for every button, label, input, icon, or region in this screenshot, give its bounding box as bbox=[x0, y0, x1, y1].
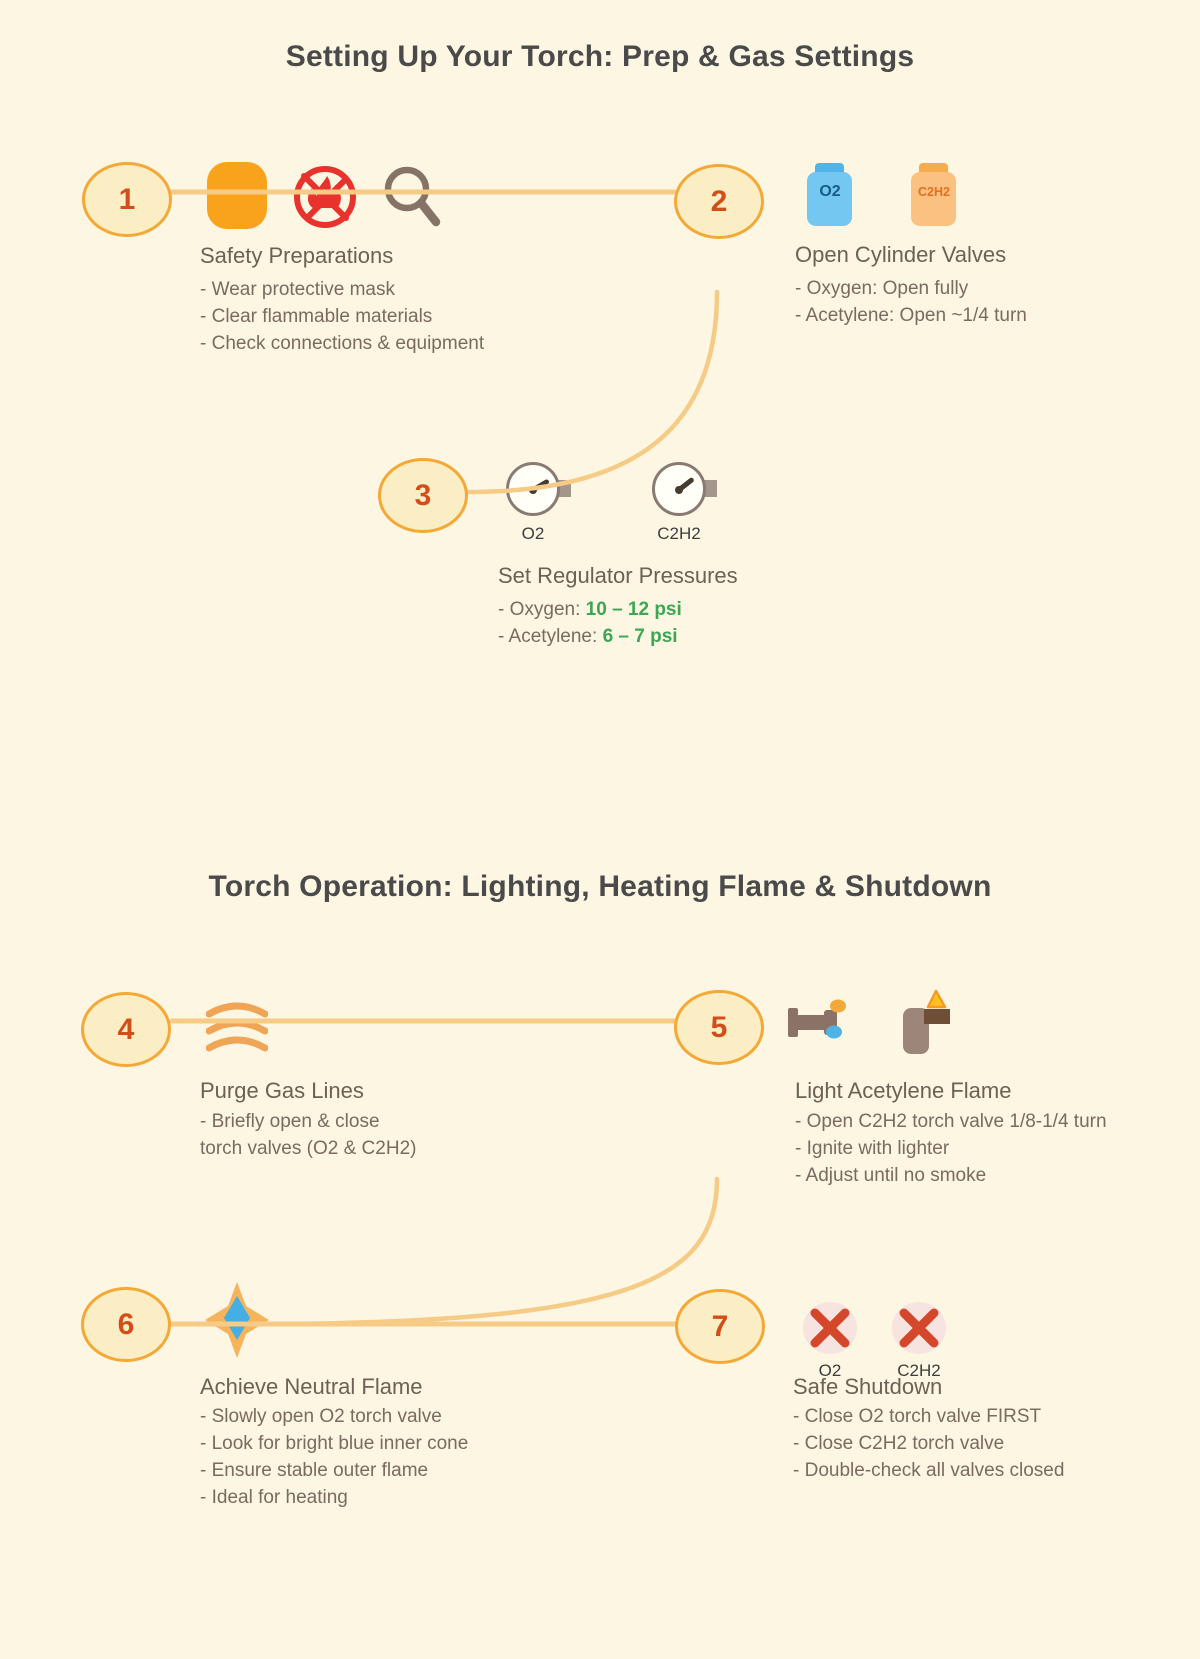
purge-waves-icon bbox=[206, 1002, 268, 1052]
step-1-title: Safety Preparations bbox=[200, 243, 394, 268]
step-2-bullets: - Oxygen: Open fully - Acetylene: Open ~… bbox=[795, 275, 1027, 329]
step-5-bullets: - Open C2H2 torch valve 1/8-1/4 turn - I… bbox=[795, 1108, 1107, 1189]
bullet-line: - Close C2H2 torch valve bbox=[793, 1433, 1005, 1454]
bullet-line: - Slowly open O2 torch valve bbox=[200, 1406, 442, 1427]
pressure-value: 10 – 12 psi bbox=[585, 599, 682, 620]
pressure-prefix: - Oxygen: bbox=[498, 599, 586, 620]
step-4-number: 4 bbox=[117, 1012, 135, 1046]
bullet-line: - Acetylene: 6 – 7 psi bbox=[498, 623, 682, 650]
step-7-circle: 7 bbox=[675, 1289, 765, 1364]
x-mark-icon bbox=[810, 1308, 850, 1348]
bullet-line: - Briefly open & close bbox=[200, 1111, 380, 1132]
step-6-bullets: - Slowly open O2 torch valve - Look for … bbox=[200, 1403, 468, 1511]
step-3-number: 3 bbox=[414, 478, 432, 512]
bullet-line: - Close O2 torch valve FIRST bbox=[793, 1406, 1042, 1427]
bullet-line: - Adjust until no smoke bbox=[795, 1165, 987, 1186]
lighter-icon bbox=[903, 989, 950, 1054]
o2-cylinder-label: O2 bbox=[819, 183, 841, 200]
step-3-bullets: - Oxygen: 10 – 12 psi - Acetylene: 6 – 7… bbox=[498, 596, 682, 650]
step-5-circle: 5 bbox=[674, 990, 764, 1065]
bullet-line: - Ideal for heating bbox=[200, 1487, 348, 1508]
bullet-line: - Double-check all valves closed bbox=[793, 1460, 1065, 1481]
protective-mask-icon bbox=[207, 162, 267, 229]
bullet-line: - Oxygen: 10 – 12 psi bbox=[498, 596, 682, 623]
step-3-circle: 3 bbox=[378, 458, 468, 533]
magnifier-icon bbox=[384, 166, 441, 227]
step-2-number: 2 bbox=[710, 184, 728, 218]
section-2-title: Torch Operation: Lighting, Heating Flame… bbox=[208, 870, 992, 903]
o2-gauge-pivot bbox=[529, 485, 537, 494]
step-6-number: 6 bbox=[117, 1307, 135, 1341]
step-3-title: Set Regulator Pressures bbox=[498, 563, 738, 588]
bullet-line: - Check connections & equipment bbox=[200, 333, 485, 354]
bullet-line: - Oxygen: Open fully bbox=[795, 278, 969, 299]
section-1-title: Setting Up Your Torch: Prep & Gas Settin… bbox=[285, 40, 915, 73]
step-6-title: Achieve Neutral Flame bbox=[200, 1374, 423, 1399]
closed-valve-c2h2-label: C2H2 bbox=[897, 1361, 941, 1380]
c2h2-gauge-icon bbox=[652, 462, 718, 517]
c2h2-gauge-pivot bbox=[675, 485, 683, 494]
step-4-title: Purge Gas Lines bbox=[200, 1078, 364, 1103]
step-5-title: Light Acetylene Flame bbox=[795, 1078, 1012, 1103]
o2-cylinder-icon: O2 bbox=[807, 158, 853, 226]
bullet-line: - Open C2H2 torch valve 1/8-1/4 turn bbox=[795, 1111, 1107, 1132]
bullet-line: - Ensure stable outer flame bbox=[200, 1460, 429, 1481]
step-1-number: 1 bbox=[118, 182, 136, 216]
step-4-circle: 4 bbox=[81, 992, 171, 1067]
closed-valve-o2-label: O2 bbox=[818, 1361, 842, 1380]
step-7-number: 7 bbox=[711, 1309, 729, 1343]
torch-icon bbox=[788, 999, 846, 1039]
step-5-number: 5 bbox=[710, 1010, 728, 1044]
pressure-prefix: - Acetylene: bbox=[498, 626, 603, 647]
step-4-bullets: - Briefly open & close torch valves (O2 … bbox=[200, 1108, 416, 1162]
no-fire-icon bbox=[294, 166, 356, 228]
step-2-title: Open Cylinder Valves bbox=[795, 242, 1007, 267]
o2-cylinder-body bbox=[807, 172, 852, 226]
bullet-line: - Ignite with lighter bbox=[795, 1138, 950, 1159]
step-1-bullets: - Wear protective mask - Clear flammable… bbox=[200, 276, 484, 357]
c2h2-cylinder-label: C2H2 bbox=[918, 185, 950, 199]
closed-valve-c2h2-icon bbox=[892, 1302, 946, 1354]
c2h2-cylinder-body bbox=[911, 172, 956, 226]
bullet-line: - Acetylene: Open ~1/4 turn bbox=[795, 305, 1027, 326]
step-2-circle: 2 bbox=[674, 164, 764, 239]
bullet-line: - Look for bright blue inner cone bbox=[200, 1433, 469, 1454]
o2-gauge-icon bbox=[506, 462, 572, 517]
x-mark-icon bbox=[899, 1308, 939, 1348]
o2-gauge-label: O2 bbox=[521, 524, 545, 543]
step-1-circle: 1 bbox=[82, 162, 172, 237]
pressure-value: 6 – 7 psi bbox=[602, 626, 678, 647]
closed-valve-o2-icon bbox=[803, 1302, 857, 1354]
c2h2-cylinder-icon: C2H2 bbox=[911, 158, 957, 226]
bullet-line: torch valves (O2 & C2H2) bbox=[200, 1138, 417, 1159]
step-6-circle: 6 bbox=[81, 1287, 171, 1362]
bullet-line: - Wear protective mask bbox=[200, 279, 395, 300]
step-7-bullets: - Close O2 torch valve FIRST - Close C2H… bbox=[793, 1403, 1064, 1484]
neutral-flame-icon bbox=[205, 1282, 269, 1358]
step-7-title: Safe Shutdown bbox=[793, 1374, 943, 1399]
bullet-line: - Clear flammable materials bbox=[200, 306, 433, 327]
c2h2-gauge-label: C2H2 bbox=[657, 524, 701, 543]
